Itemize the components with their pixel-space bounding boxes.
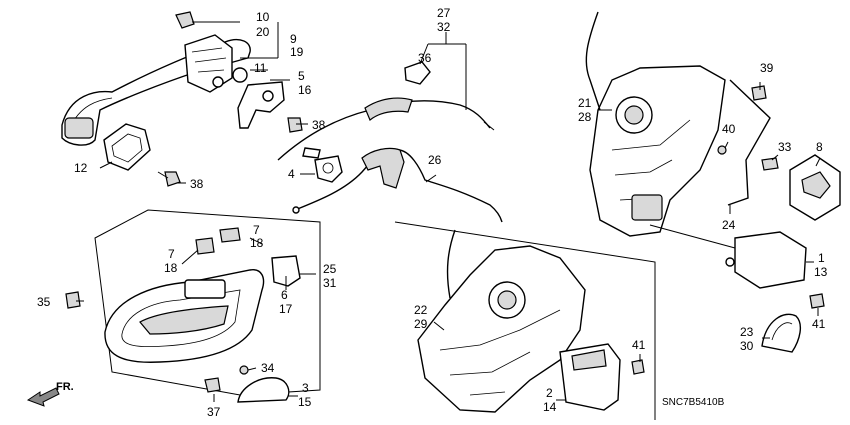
front-direction-indicator: FR.: [26, 381, 74, 407]
callout-18-a: 18: [250, 236, 264, 250]
callout-38-b: 38: [190, 177, 204, 191]
callout-25: 25: [323, 262, 337, 276]
callout-11: 11: [254, 61, 267, 75]
inner-handle-clips: [195, 227, 301, 287]
actuator-1: [649, 224, 807, 289]
callout-14: 14: [543, 400, 557, 414]
callout-labels: 10 20 9 19 11 5 16 38 12 38 27 32 36 4 2…: [37, 6, 828, 419]
callout-17: 17: [279, 302, 293, 316]
callout-30: 30: [740, 339, 754, 353]
callout-4: 4: [288, 167, 295, 181]
callout-36: 36: [418, 51, 432, 65]
striker-8: [789, 154, 841, 221]
inner-door-handle: [104, 269, 265, 363]
callout-15: 15: [298, 395, 312, 409]
detail-divider: [394, 221, 656, 420]
callout-32: 32: [437, 20, 451, 34]
callout-35: 35: [37, 295, 51, 309]
handle-gasket: [103, 123, 151, 171]
callout-22: 22: [414, 303, 428, 317]
callout-7-a: 7: [253, 223, 260, 237]
pad-23: [761, 313, 802, 353]
callout-28: 28: [578, 110, 592, 124]
callout-39: 39: [760, 61, 774, 75]
diagram-code: SNC7B5410B: [662, 397, 725, 408]
handle-base-bracket: [232, 67, 303, 133]
callout-18-b: 18: [164, 261, 178, 275]
inner-handle-assembly-outline: [94, 209, 321, 396]
front-label: FR.: [56, 381, 74, 393]
leader-lines: [76, 21, 821, 402]
outer-handle-cable: [277, 97, 495, 161]
callout-5: 5: [298, 69, 305, 83]
clip-36: [404, 61, 431, 85]
callout-8: 8: [816, 140, 823, 154]
door-latch-lower: [417, 229, 586, 413]
cap-3: [237, 377, 290, 403]
callout-12: 12: [74, 161, 88, 175]
rod-24-bolts: [717, 79, 779, 206]
callout-1: 1: [818, 251, 825, 265]
callout-27: 27: [437, 6, 451, 20]
bolt-38-left: [157, 171, 181, 187]
screw-41-lower: [631, 359, 645, 375]
callout-23: 23: [740, 325, 754, 339]
callout-41-b: 41: [632, 338, 646, 352]
callout-16: 16: [298, 83, 312, 97]
callout-9: 9: [290, 32, 297, 46]
callout-38-a: 38: [312, 118, 326, 132]
screw-41-right: [809, 293, 825, 309]
callout-2: 2: [546, 386, 553, 400]
callout-34: 34: [261, 361, 275, 375]
callout-41-a: 41: [812, 317, 826, 331]
door-latch-upper: [585, 11, 726, 237]
cable-clip-4: [314, 155, 343, 183]
callout-20: 20: [256, 25, 270, 39]
callout-6: 6: [281, 288, 288, 302]
callout-24: 24: [722, 218, 736, 232]
callout-19: 19: [290, 45, 304, 59]
callout-33: 33: [778, 140, 792, 154]
callout-7-b: 7: [168, 247, 175, 261]
callout-21: 21: [578, 96, 592, 110]
callout-31: 31: [323, 276, 337, 290]
actuator-cover-2: [559, 343, 621, 411]
callout-40: 40: [722, 122, 736, 136]
callout-13: 13: [814, 265, 828, 279]
outer-door-handle: [61, 11, 251, 146]
callout-3: 3: [302, 381, 309, 395]
callout-10: 10: [256, 10, 270, 24]
lock-cable-26: [292, 147, 503, 223]
callout-29: 29: [414, 317, 428, 331]
front-arrow-icon: [26, 387, 60, 407]
callout-37: 37: [207, 405, 221, 419]
callout-26: 26: [428, 153, 442, 167]
